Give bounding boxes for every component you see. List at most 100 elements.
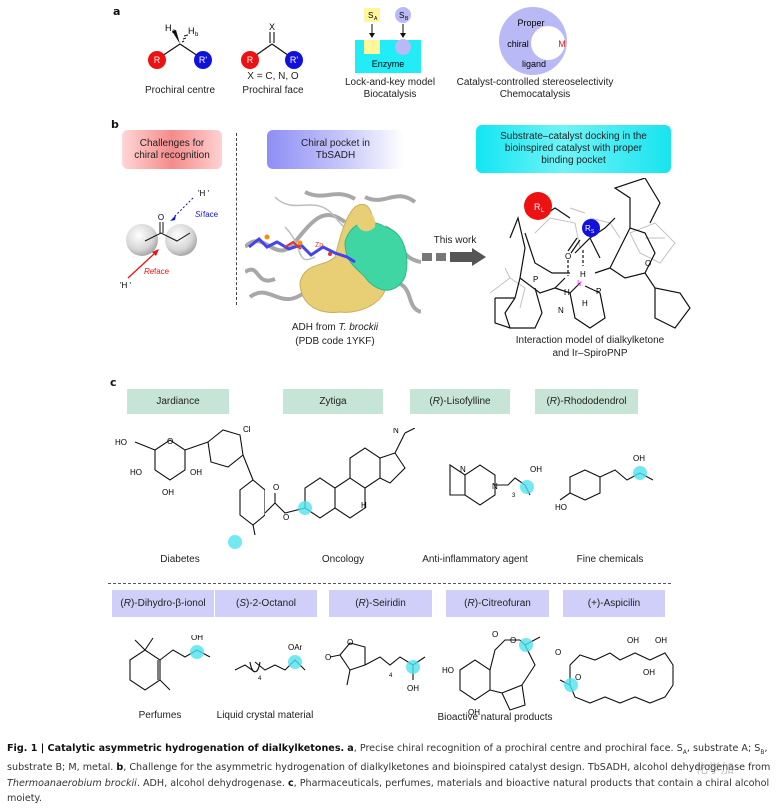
compound-aspicilin: (+)-Aspicilin [563,590,665,617]
chiral-center-highlight [519,638,533,652]
svg-text:R': R' [199,55,207,65]
row-divider [108,583,671,584]
figure-caption: Fig. 1 | Catalytic asymmetric hydrogenat… [7,743,771,805]
chiral-center-highlight [406,660,420,674]
r-group-red [148,51,166,69]
svg-text:HO: HO [555,503,567,512]
r-group-red [241,51,259,69]
lock-key-diagram: S A S B Enzyme [355,7,421,73]
compound-zytiga: Zytiga [283,389,383,414]
compound-octanol: (S)-2-Octanol [215,590,317,617]
svg-text:OH: OH [655,636,667,645]
panel-c-letter: c [110,376,117,389]
svg-text:'H ': 'H ' [120,281,132,290]
svg-text:O: O [347,638,353,647]
svg-text:R': R' [290,55,298,65]
this-work-arrow [422,248,486,266]
svg-text:OH: OH [162,488,174,497]
svg-text:H: H [582,299,588,308]
svg-text:OH: OH [468,708,480,717]
this-work-label: This work [433,235,477,246]
r-prime-group-blue [194,51,212,69]
protein-caption-2: (PDB code 1YKF) [295,336,375,347]
application-liquid-crystal: Liquid crystal material [216,710,314,721]
svg-text:chiral: chiral [507,39,529,49]
svg-text:S: S [591,229,595,235]
chiral-center-highlight [190,645,204,659]
svg-text:OH: OH [643,668,655,677]
wedge-bond [172,30,180,44]
lock-key-caption-2: Biocatalysis [363,89,417,100]
application-bioactive: Bioactive natural products [437,712,553,723]
protein-structure-image: Zn [245,187,421,315]
lisofylline-structure: OH N N 3 [449,463,542,506]
svg-text:O: O [283,513,289,522]
octanol-structure: OAr 4 [234,643,306,682]
svg-text:O: O [158,213,164,222]
application-oncology: Oncology [321,554,365,565]
chiral-center-highlight [298,501,312,515]
svg-text:P: P [596,287,601,296]
application-perfumes: Perfumes [138,710,182,721]
rhododendrol-structure: OH HO [555,455,654,512]
docking-box: Substrate–catalyst docking in the bioins… [476,125,671,173]
panel-a-letter: a [113,5,121,18]
prochiral-face-diagram: X R R' [241,22,303,69]
citreofuran-structure: HO OH O O [442,630,541,717]
compound-lisofylline: (R)-Lisofylline [410,389,510,414]
catalyst-model-caption-2: and Ir–SpiroPNP [552,348,628,359]
chiral-center-highlight [564,678,578,692]
compound-dihydro-ionol: (R)-Dihydro-β-ionol [112,590,214,617]
panel-b-divider [236,133,237,305]
h-a-label: H [165,23,172,33]
svg-text:O: O [273,483,279,492]
r-prime-group-blue [285,51,303,69]
svg-text:R: R [534,202,541,212]
svg-text:O: O [575,673,581,682]
compound-rhododendrol: (R)-Rhododendrol [535,389,638,414]
catalyst-caption-1: Catalyst-controlled stereoselectivity [456,77,614,88]
watermark: 化学加 [695,761,735,776]
h-b-label: H [188,26,195,36]
svg-text:4: 4 [258,676,262,682]
si-face-label: Si [195,210,202,219]
large-group-sphere [126,224,158,256]
prochiral-centre-caption: Prochiral centre [144,85,216,96]
chiral-center-highlight [288,655,302,669]
svg-text:B: B [405,16,409,22]
svg-text:OH: OH [191,635,203,642]
svg-text:N: N [558,306,564,315]
metal-label: M [558,39,566,49]
chiral-center-highlight [228,535,242,549]
svg-text:HO: HO [130,468,142,477]
substrate-a-box [364,8,380,22]
lock-key-caption-1: Lock-and-key model [345,77,436,88]
application-diabetes: Diabetes [160,554,200,565]
svg-text:O: O [167,437,173,446]
zn-label: Zn [315,242,323,249]
svg-text:b: b [195,32,199,38]
protein-caption-1: ADH from T. brockii [291,322,379,333]
svg-text:HO: HO [115,438,127,447]
svg-text:N: N [393,428,399,435]
caption-fig-label: Fig. 1 | Catalytic asymmetric hydrogenat… [7,743,345,754]
compound-seiridin: (R)-Seiridin [329,590,432,617]
seiridin-structure: O O OH 4 [325,638,426,693]
svg-text:S: S [368,11,373,20]
prochiral-centre-diagram: H a H b R R' [148,23,212,69]
svg-text:Cl: Cl [243,425,251,434]
chiral-pocket-box: Chiral pocket in TbSADH [267,130,404,169]
iridium-label: Ir [577,279,582,288]
re-face-label: Re [144,267,155,276]
svg-text:face: face [154,267,170,276]
svg-text:P: P [533,275,538,284]
catalyst-diagram: Proper chiral ligand M [499,7,567,75]
svg-text:N: N [492,482,498,491]
svg-text:R: R [154,55,161,65]
svg-text:face: face [203,210,219,219]
svg-text:OH: OH [633,455,645,463]
svg-text:O: O [492,630,498,639]
svg-text:4: 4 [389,673,393,679]
svg-text:O: O [325,653,331,662]
svg-text:'H ': 'H ' [198,190,210,198]
